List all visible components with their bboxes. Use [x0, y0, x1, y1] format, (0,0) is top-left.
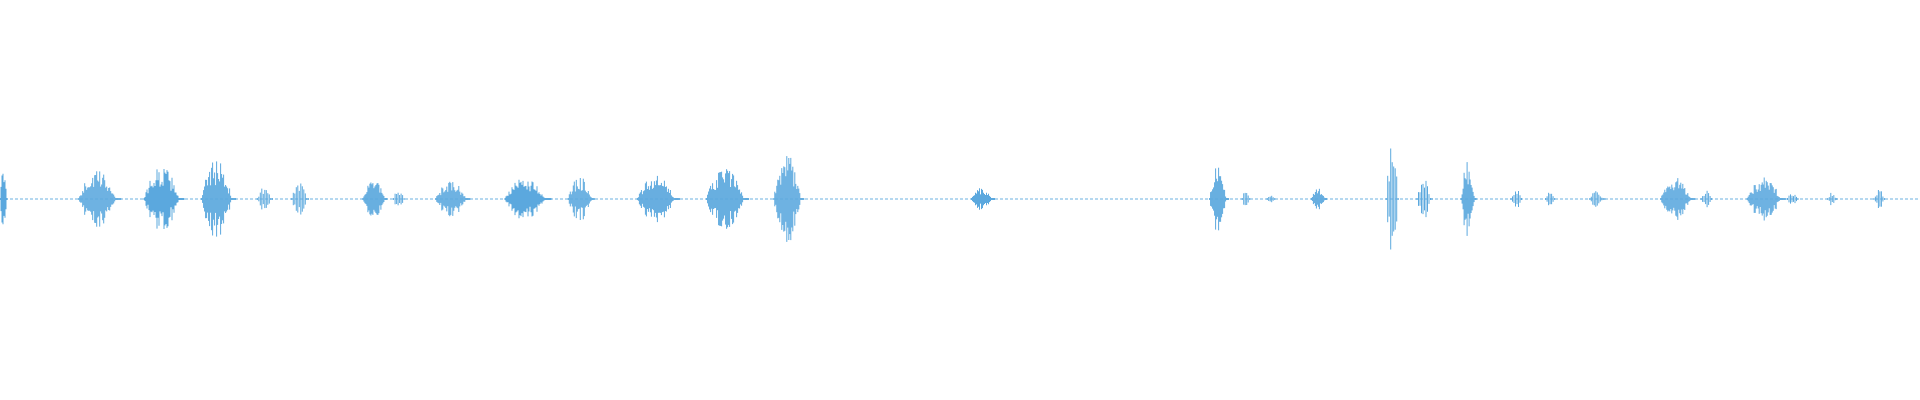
waveform-bars — [0, 148, 1885, 250]
